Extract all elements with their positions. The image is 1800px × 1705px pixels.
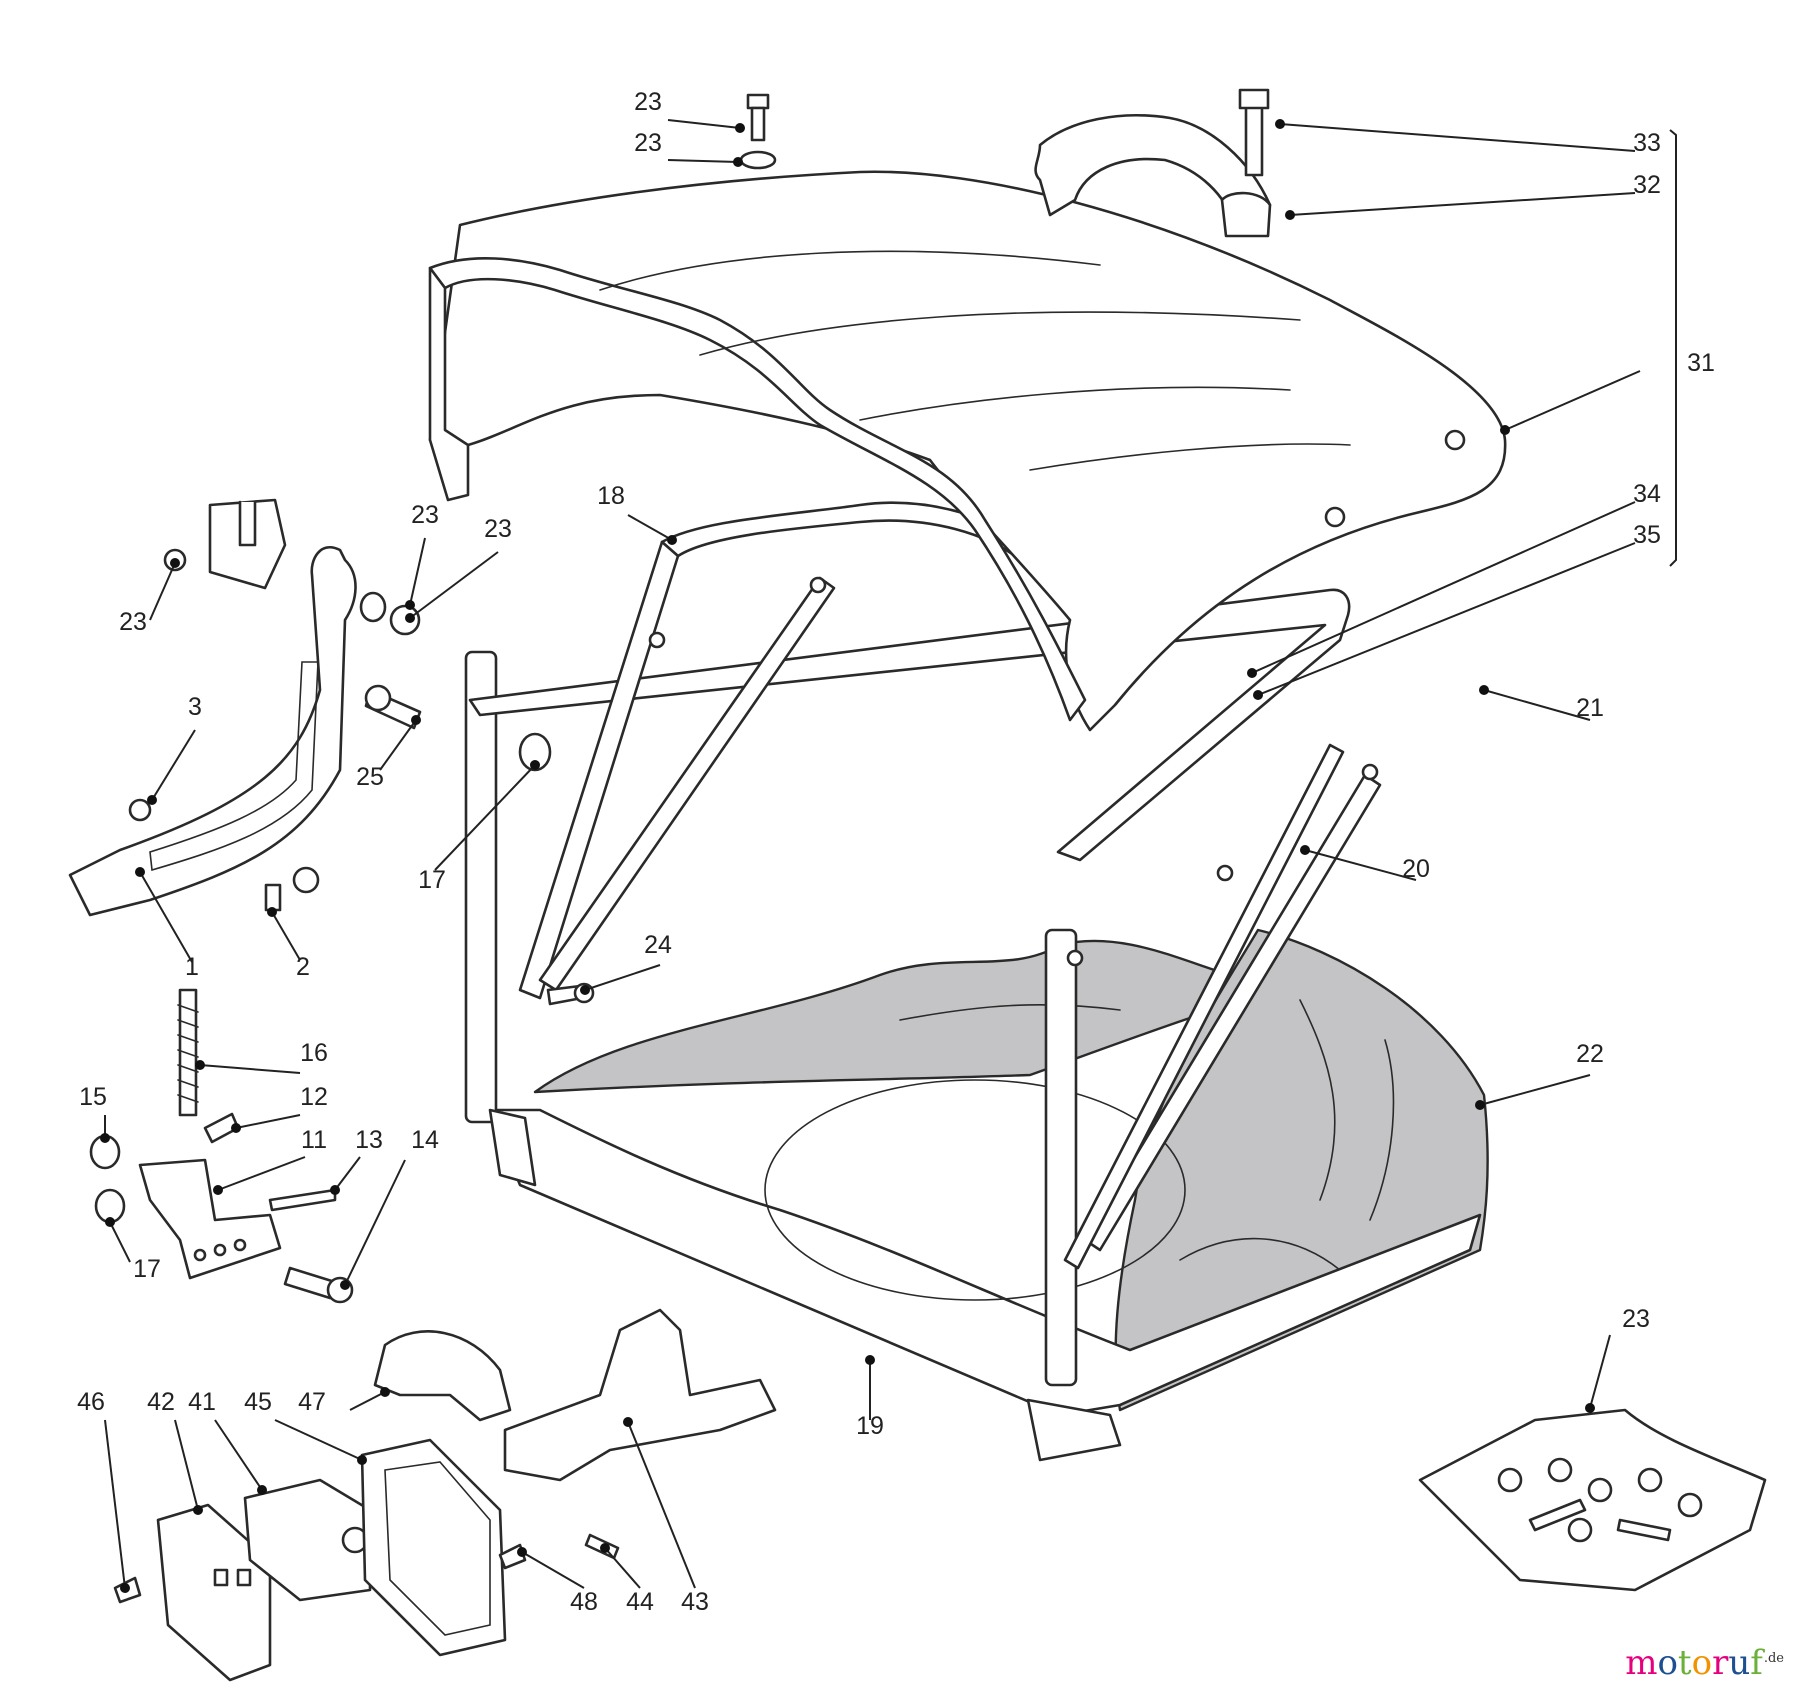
callout-20: 20: [1402, 855, 1430, 883]
latch-assembly: [113, 1308, 777, 1682]
callout-17: 17: [418, 866, 446, 894]
callout-2: 2: [296, 953, 310, 981]
callout-11: 11: [301, 1126, 327, 1154]
brand-letter: m: [1625, 1643, 1658, 1683]
callout-16: 16: [300, 1039, 328, 1067]
callout-23: 23: [119, 608, 147, 636]
callout-48: 48: [570, 1588, 598, 1616]
hardware-kit-bag: [1418, 1408, 1767, 1592]
callout-13: 13: [355, 1126, 383, 1154]
callout-42: 42: [147, 1388, 175, 1416]
callout-1: 1: [185, 953, 199, 981]
callout-23: 23: [1622, 1305, 1650, 1333]
callout-46: 46: [77, 1388, 105, 1416]
callout-23: 23: [634, 88, 662, 116]
callout-44: 44: [626, 1588, 654, 1616]
callout-23: 23: [634, 129, 662, 157]
callout-12: 12: [300, 1083, 328, 1111]
callout-14: 14: [411, 1126, 439, 1154]
brand-letter: t: [1677, 1643, 1692, 1683]
callout-18: 18: [597, 482, 625, 510]
small-hardware: [359, 591, 595, 1006]
callout-23: 23: [484, 515, 512, 543]
callout-32: 32: [1633, 171, 1661, 199]
callout-17: 17: [133, 1255, 161, 1283]
callout-22: 22: [1576, 1040, 1604, 1068]
brand-letter: u: [1728, 1643, 1751, 1683]
brand-letter: o: [1657, 1643, 1678, 1683]
callout-31: 31: [1687, 349, 1715, 377]
leader-dots: [100, 119, 1595, 1593]
motoruf-logo: motoruf.de: [1625, 1643, 1784, 1683]
callout-25: 25: [356, 763, 384, 791]
bag-frame: [464, 501, 1482, 1462]
left-bracket-assembly: [68, 498, 357, 917]
brand-letter: o: [1691, 1643, 1713, 1683]
bag-lid: [428, 170, 1507, 732]
callout-47: 47: [298, 1388, 326, 1416]
callout-34: 34: [1633, 480, 1661, 508]
callout-45: 45: [244, 1388, 272, 1416]
group-bracket-31: [1669, 129, 1677, 567]
callout-35: 35: [1633, 521, 1661, 549]
top-hardware: [739, 93, 777, 170]
callout-3: 3: [188, 693, 202, 721]
brand-letter: f: [1750, 1643, 1763, 1683]
brand-suffix: .de: [1763, 1650, 1784, 1666]
leader-lines: [104, 119, 1641, 1589]
callout-43: 43: [681, 1588, 709, 1616]
callout-33: 33: [1633, 129, 1661, 157]
callout-24: 24: [644, 931, 672, 959]
callout-21: 21: [1576, 694, 1604, 722]
lid-handle: [1034, 88, 1272, 238]
callout-23: 23: [411, 501, 439, 529]
callout-15: 15: [79, 1083, 107, 1111]
callout-41: 41: [188, 1388, 216, 1416]
callout-19: 19: [856, 1412, 884, 1440]
brand-letter: r: [1712, 1643, 1729, 1683]
brand-wordmark: motoruf: [1625, 1643, 1763, 1683]
